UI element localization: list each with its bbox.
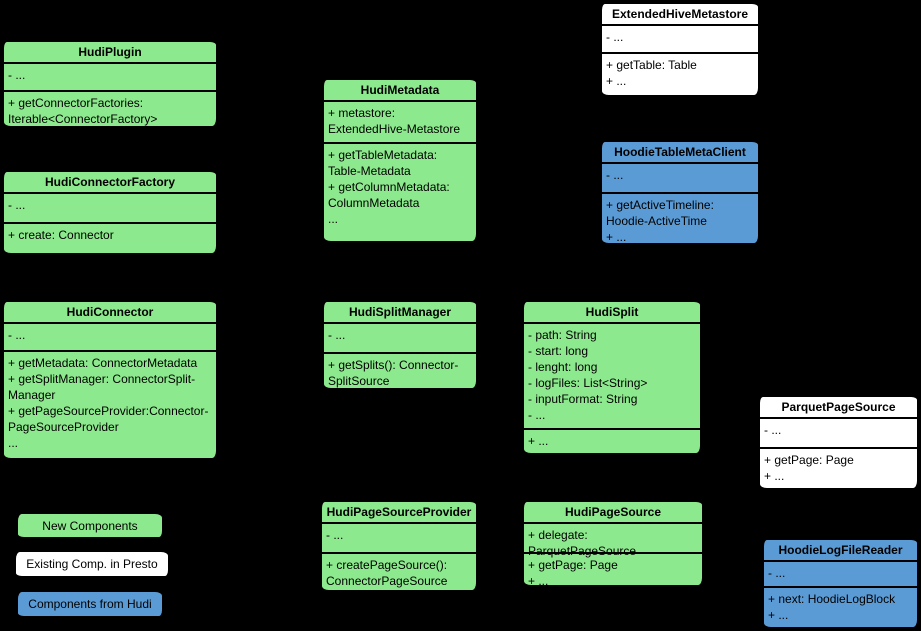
legend-existing-presto: Existing Comp. in Presto [14, 550, 170, 578]
class-title: HudiSplit [524, 302, 700, 324]
attribute-line: - path: String [528, 328, 597, 342]
method-line: + getSplits(): Connector-SplitSource [328, 358, 459, 388]
attribute-line: - lenght: long [528, 360, 598, 374]
class-hudiconnector: HudiConnector - ... + getMetadata: Conne… [2, 300, 218, 460]
class-hudisplitmanager: HudiSplitManager - ... + getSplits(): Co… [322, 300, 478, 390]
class-hudimetadata: HudiMetadata + metastore: ExtendedHive-M… [322, 78, 478, 243]
method-line: + getPage: Page [528, 558, 618, 572]
class-title: HudiConnectorFactory [4, 172, 216, 194]
method-line: + ... [528, 434, 549, 448]
class-title: HudiPageSource [524, 502, 702, 524]
class-attributes: - ... [4, 324, 216, 352]
attribute-line: - ... [326, 528, 344, 542]
attribute-line: - inputFormat: String [528, 392, 638, 406]
class-title: ParquetPageSource [760, 397, 917, 419]
class-attributes: + metastore: ExtendedHive-Metastore [324, 102, 476, 144]
class-title: HoodieLogFileReader [764, 540, 917, 562]
method-line: + getTable: Table [606, 58, 697, 72]
legend-new-components: New Components [16, 512, 164, 539]
method-line: + ... [768, 608, 789, 622]
method-line: + ... [528, 574, 549, 587]
class-methods: + ... [524, 430, 700, 453]
method-line: ... [328, 212, 339, 226]
attribute-line: + metastore: ExtendedHive-Metastore [328, 106, 461, 136]
attribute-line: - ... [768, 566, 786, 580]
class-methods: + getTableMetadata: Table-Metadata + get… [324, 144, 476, 241]
method-line: + getTableMetadata: Table-Metadata [328, 148, 438, 178]
class-title: HudiSplitManager [324, 302, 476, 324]
attribute-line: - logFiles: List<String> [528, 376, 648, 390]
method-line: + getPage: Page [764, 453, 854, 467]
method-line: ... [8, 436, 19, 450]
method-line: + create: Connector [8, 228, 114, 242]
class-attributes: - ... [602, 164, 758, 194]
method-line: + getConnectorFactories: Iterable<Connec… [8, 96, 158, 126]
class-attributes: - ... [760, 419, 917, 449]
method-line: + getPageSourceProvider:Connector-PageSo… [8, 404, 209, 434]
class-extendedhivemetastore: ExtendedHiveMetastore - ... + getTable: … [600, 2, 760, 97]
class-title: HudiMetadata [324, 80, 476, 102]
attribute-line: - start: long [528, 344, 589, 358]
class-attributes: - ... [602, 26, 758, 54]
class-methods: + getMetadata: ConnectorMetadata + getSp… [4, 352, 216, 458]
class-attributes: - ... [324, 324, 476, 354]
class-hudiconnectorfactory: HudiConnectorFactory - ... + create: Con… [2, 170, 218, 255]
method-line: + ... [606, 74, 627, 88]
class-methods: + getActiveTimeline: Hoodie-ActiveTime +… [602, 194, 758, 244]
class-hudipagesource: HudiPageSource + delegate: ParquetPageSo… [522, 500, 704, 587]
class-methods: + next: HoodieLogBlock + ... [764, 588, 917, 627]
class-hudiplugin: HudiPlugin - ... + getConnectorFactories… [2, 40, 218, 128]
attribute-line: - ... [8, 68, 26, 82]
attribute-line: - ... [764, 423, 782, 437]
class-title: HudiPlugin [4, 42, 216, 64]
class-attributes: - ... [322, 524, 476, 554]
class-hudisplit: HudiSplit - path: String - start: long -… [522, 300, 702, 455]
class-hoodielogfilereader: HoodieLogFileReader - ... + next: Hoodie… [762, 538, 919, 629]
attribute-line: - ... [8, 198, 26, 212]
class-attributes: - path: String - start: long - lenght: l… [524, 324, 700, 430]
legend-components-hudi: Components from Hudi [16, 590, 164, 618]
class-methods: + getPage: Page + ... [524, 554, 702, 587]
attribute-line: - ... [8, 328, 26, 342]
class-title: HoodieTableMetaClient [602, 142, 758, 164]
attribute-line: - ... [606, 30, 624, 44]
attribute-line: - ... [528, 408, 546, 422]
class-hoodietablemetaclient: HoodieTableMetaClient - ... + getActiveT… [600, 140, 760, 245]
method-line: + getMetadata: ConnectorMetadata [8, 356, 198, 370]
class-methods: + getPage: Page + ... [760, 449, 917, 488]
class-attributes: - ... [764, 562, 917, 588]
attribute-line: - ... [328, 328, 346, 342]
class-methods: + create: Connector [4, 224, 216, 253]
attribute-line: - ... [606, 168, 624, 182]
class-title: HudiPageSourceProvider [322, 502, 476, 524]
method-line: + getActiveTimeline: Hoodie-ActiveTime [606, 198, 714, 228]
class-attributes: - ... [4, 64, 216, 92]
method-line: + ... [606, 230, 627, 244]
class-title: HudiConnector [4, 302, 216, 324]
method-line: + getSplitManager: ConnectorSplit-Manage… [8, 372, 196, 402]
class-attributes: - ... [4, 194, 216, 224]
class-title: ExtendedHiveMetastore [602, 4, 758, 26]
class-parquetpagesource: ParquetPageSource - ... + getPage: Page … [758, 395, 919, 490]
method-line: + getColumnMetadata: ColumnMetadata [328, 180, 450, 210]
method-line: + ... [764, 469, 785, 483]
method-line: + next: HoodieLogBlock [768, 592, 896, 606]
class-methods: + createPageSource(): ConnectorPageSourc… [322, 554, 476, 590]
attribute-line: + delegate: ParquetPageSource [528, 528, 637, 558]
class-methods: + getConnectorFactories: Iterable<Connec… [4, 92, 216, 126]
class-attributes: + delegate: ParquetPageSource [524, 524, 702, 558]
class-methods: + getSplits(): Connector-SplitSource [324, 354, 476, 388]
method-line: + createPageSource(): ConnectorPageSourc… [326, 558, 448, 588]
class-methods: + getTable: Table + ... [602, 54, 758, 95]
class-hudipagesourceprovider: HudiPageSourceProvider - ... + createPag… [320, 500, 478, 592]
